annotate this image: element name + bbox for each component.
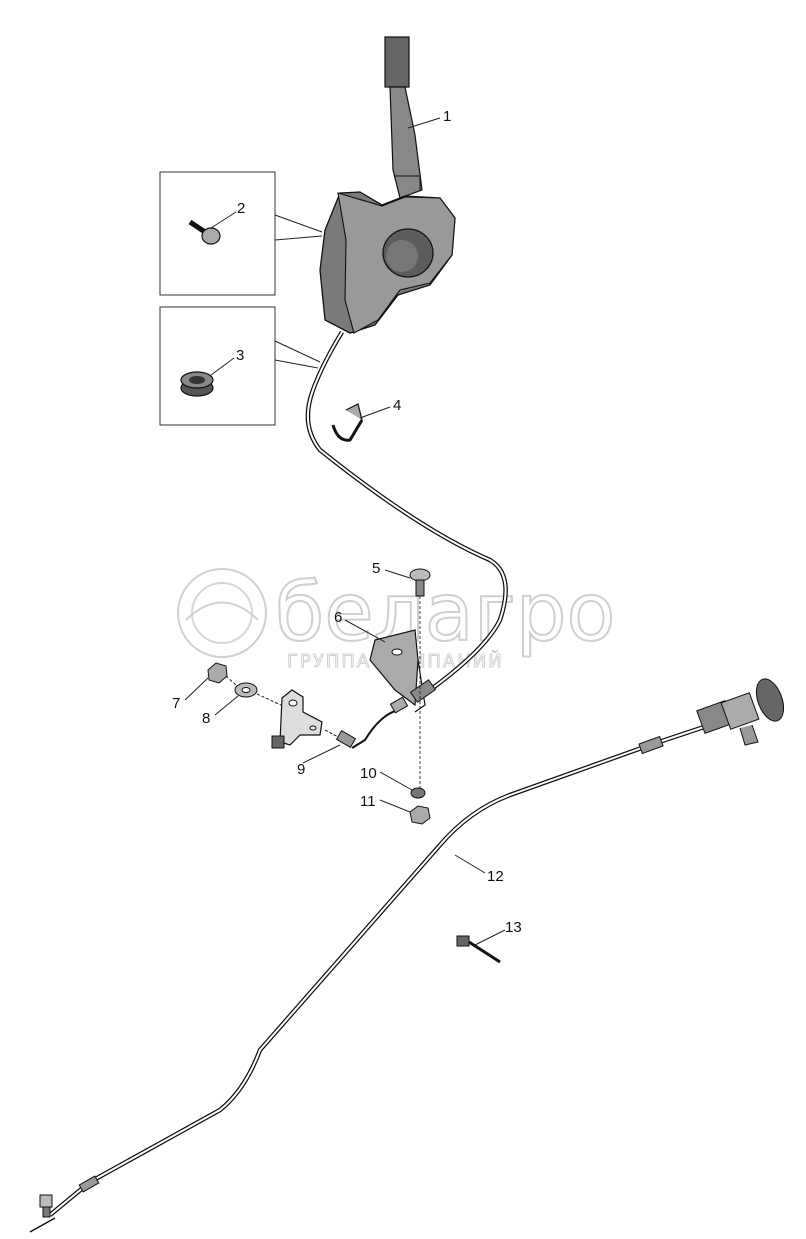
lock-washer bbox=[410, 787, 426, 799]
callout-5: 5 bbox=[372, 560, 380, 577]
callout-9: 9 bbox=[297, 761, 305, 778]
cable-end-9 bbox=[324, 696, 409, 749]
callout-8: 8 bbox=[202, 710, 210, 727]
leader-lines bbox=[184, 117, 506, 946]
callout-1: 1 bbox=[443, 108, 451, 125]
hex-nut-11 bbox=[409, 805, 431, 825]
callout-labels: 1 2 3 4 5 6 7 8 9 10 11 12 13 bbox=[172, 108, 522, 936]
screw bbox=[188, 219, 221, 245]
cable-clip bbox=[331, 403, 364, 442]
throttle-lever bbox=[384, 36, 423, 199]
callout-10: 10 bbox=[360, 765, 377, 782]
callout-4: 4 bbox=[393, 397, 401, 414]
watermark: белагро ГРУППА КОМПАНИЙ bbox=[177, 565, 616, 673]
watermark-logo bbox=[177, 568, 267, 658]
flat-washer-8 bbox=[234, 682, 258, 698]
hex-nut-7 bbox=[207, 662, 228, 684]
callout-11: 11 bbox=[360, 793, 376, 810]
callout-6: 6 bbox=[334, 609, 342, 626]
lever-housing bbox=[319, 191, 456, 334]
main-cable bbox=[48, 722, 711, 1217]
grommet bbox=[180, 371, 214, 397]
callout-13: 13 bbox=[505, 919, 522, 936]
inset-box-grommet bbox=[159, 306, 276, 426]
callout-7: 7 bbox=[172, 695, 180, 712]
watermark-brand: белагро bbox=[275, 566, 615, 659]
cable-stop-bolt bbox=[29, 1194, 56, 1233]
callout-12: 12 bbox=[487, 868, 504, 885]
link-plate bbox=[271, 689, 323, 749]
bolt-5 bbox=[409, 568, 431, 790]
cable-tie bbox=[456, 935, 501, 964]
callout-3: 3 bbox=[236, 347, 244, 364]
control-knob bbox=[696, 678, 785, 746]
mounting-bracket bbox=[369, 629, 437, 713]
inset-box-screw bbox=[159, 171, 276, 296]
callout-2: 2 bbox=[237, 200, 245, 217]
